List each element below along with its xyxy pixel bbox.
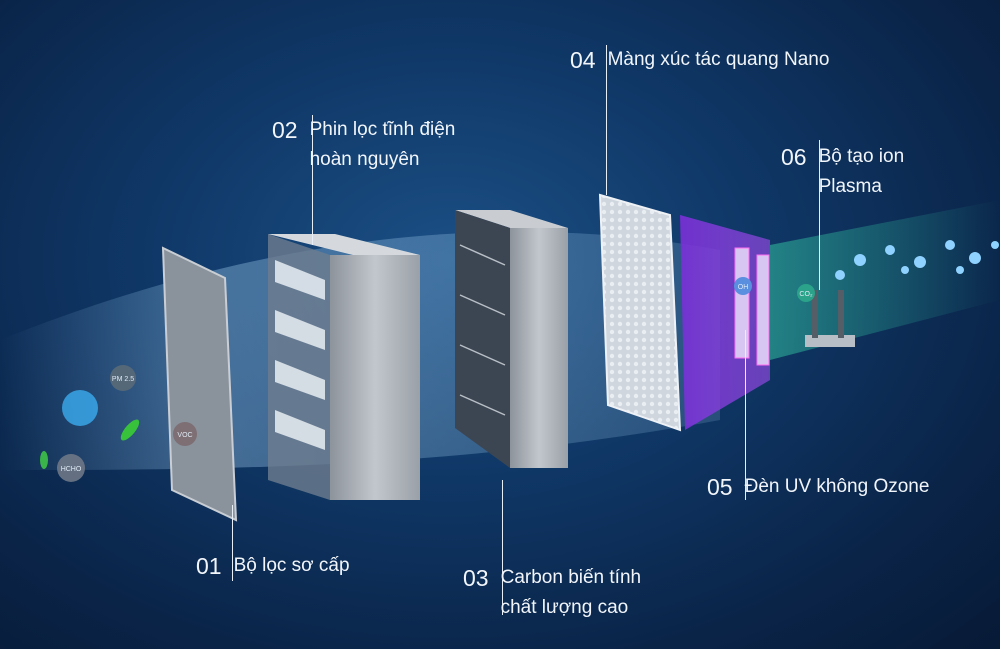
label-number: 06 xyxy=(781,144,807,170)
svg-text:CO₂: CO₂ xyxy=(799,291,813,298)
carbon-filter xyxy=(455,210,568,228)
label-text: hoàn nguyên xyxy=(309,149,420,170)
leader-line-05 xyxy=(745,330,746,500)
label-03: 03 Carbon biến tính chất lượng cao xyxy=(463,563,641,623)
plasma-beam xyxy=(770,200,1000,360)
leader-line-02 xyxy=(312,115,313,245)
label-text: Carbon biến tính xyxy=(500,567,642,588)
electrostatic-filter xyxy=(268,234,420,255)
pollutant-molecules: PM 2.5 VOC HCHO OH CO₂ xyxy=(57,277,815,482)
pre-filter xyxy=(161,246,238,522)
label-number: 03 xyxy=(463,565,489,591)
svg-text:PM 2.5: PM 2.5 xyxy=(112,376,134,383)
svg-text:VOC: VOC xyxy=(177,432,192,439)
label-text: Phin lọc tĩnh điện xyxy=(309,119,456,140)
leader-line-03 xyxy=(502,480,503,615)
label-05: 05 Đèn UV không Ozone xyxy=(707,472,929,502)
label-text: Màng xúc tác quang Nano xyxy=(607,49,830,70)
label-01: 01 Bộ lọc sơ cấp xyxy=(196,551,350,581)
label-04: 04 Màng xúc tác quang Nano xyxy=(570,45,829,75)
leader-line-06 xyxy=(819,140,820,290)
label-text: chất lượng cao xyxy=(500,597,629,618)
virus-icon xyxy=(62,390,98,426)
nano-membrane xyxy=(598,193,682,432)
label-number: 01 xyxy=(196,553,222,579)
svg-text:OH: OH xyxy=(738,284,749,291)
label-text: Plasma xyxy=(818,176,882,197)
label-text: Đèn UV không Ozone xyxy=(744,476,930,497)
label-02: 02 Phin lọc tĩnh điện hoàn nguyên xyxy=(272,115,455,175)
leader-line-04 xyxy=(606,45,607,195)
label-text: Bộ tạo ion xyxy=(818,146,905,167)
label-number: 05 xyxy=(707,474,733,500)
leader-line-01 xyxy=(232,505,233,581)
label-number: 04 xyxy=(570,47,596,73)
clean-air-bubbles xyxy=(835,240,999,280)
label-number: 02 xyxy=(272,117,298,143)
svg-text:HCHO: HCHO xyxy=(61,466,82,473)
label-text: Bộ lọc sơ cấp xyxy=(233,555,350,576)
